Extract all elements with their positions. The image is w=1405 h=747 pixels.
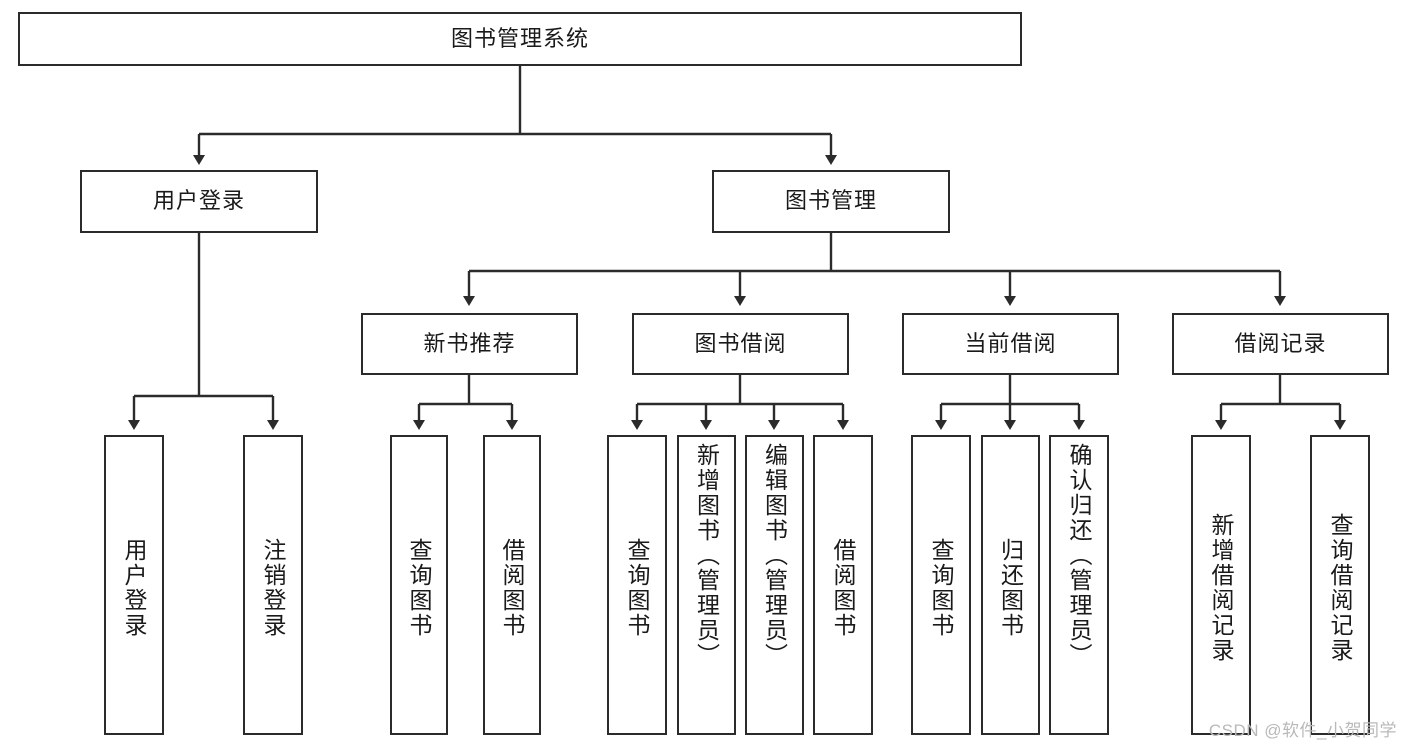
node-label: 借阅图书: [830, 538, 857, 638]
node-label: 用户登录: [121, 538, 148, 638]
leaf-book-borrow-edit[interactable]: 编辑图书（管理员）: [745, 435, 804, 735]
node-label: 图书管理系统: [450, 25, 589, 51]
leaf-book-borrow-query[interactable]: 查询图书: [607, 435, 667, 735]
node-label: 新增图书（管理员）: [693, 443, 720, 668]
node-user-login[interactable]: 用户登录: [80, 170, 318, 233]
node-label: 查询图书: [928, 538, 955, 638]
leaf-user-login-logout[interactable]: 注销登录: [243, 435, 303, 735]
leaf-new-book-borrow[interactable]: 借阅图书: [483, 435, 541, 735]
node-label: 图书借阅: [694, 330, 787, 356]
node-label: 图书管理: [784, 188, 877, 214]
node-label: 注销登录: [260, 538, 287, 638]
node-book-borrow[interactable]: 图书借阅: [632, 313, 849, 375]
node-book-management[interactable]: 图书管理: [712, 170, 950, 233]
node-label: 借阅记录: [1234, 330, 1327, 356]
node-label: 查询借阅记录: [1327, 513, 1354, 663]
node-label: 查询图书: [406, 538, 433, 638]
node-root-system[interactable]: 图书管理系统: [18, 12, 1022, 66]
node-label: 用户登录: [152, 188, 245, 214]
leaf-current-borrow-query[interactable]: 查询图书: [911, 435, 971, 735]
node-new-book-recommend[interactable]: 新书推荐: [361, 313, 578, 375]
node-label: 借阅图书: [499, 538, 526, 638]
leaf-borrow-record-add[interactable]: 新增借阅记录: [1191, 435, 1251, 735]
node-borrow-record[interactable]: 借阅记录: [1172, 313, 1389, 375]
node-label: 当前借阅: [964, 330, 1057, 356]
leaf-current-borrow-confirm-return[interactable]: 确认归还（管理员）: [1049, 435, 1109, 735]
node-label: 新增借阅记录: [1208, 513, 1235, 663]
leaf-new-book-query[interactable]: 查询图书: [390, 435, 448, 735]
leaf-book-borrow-borrow[interactable]: 借阅图书: [813, 435, 873, 735]
node-label: 归还图书: [997, 538, 1024, 638]
watermark-text: CSDN @软件_小贺同学: [1208, 721, 1397, 740]
leaf-current-borrow-return[interactable]: 归还图书: [981, 435, 1040, 735]
node-label: 查询图书: [624, 538, 651, 638]
node-label: 新书推荐: [423, 330, 516, 356]
node-current-borrow[interactable]: 当前借阅: [902, 313, 1119, 375]
leaf-borrow-record-query[interactable]: 查询借阅记录: [1310, 435, 1370, 735]
node-label: 编辑图书（管理员）: [761, 443, 788, 668]
leaf-book-borrow-add[interactable]: 新增图书（管理员）: [677, 435, 736, 735]
node-label: 确认归还（管理员）: [1066, 443, 1093, 668]
leaf-user-login-login[interactable]: 用户登录: [104, 435, 164, 735]
